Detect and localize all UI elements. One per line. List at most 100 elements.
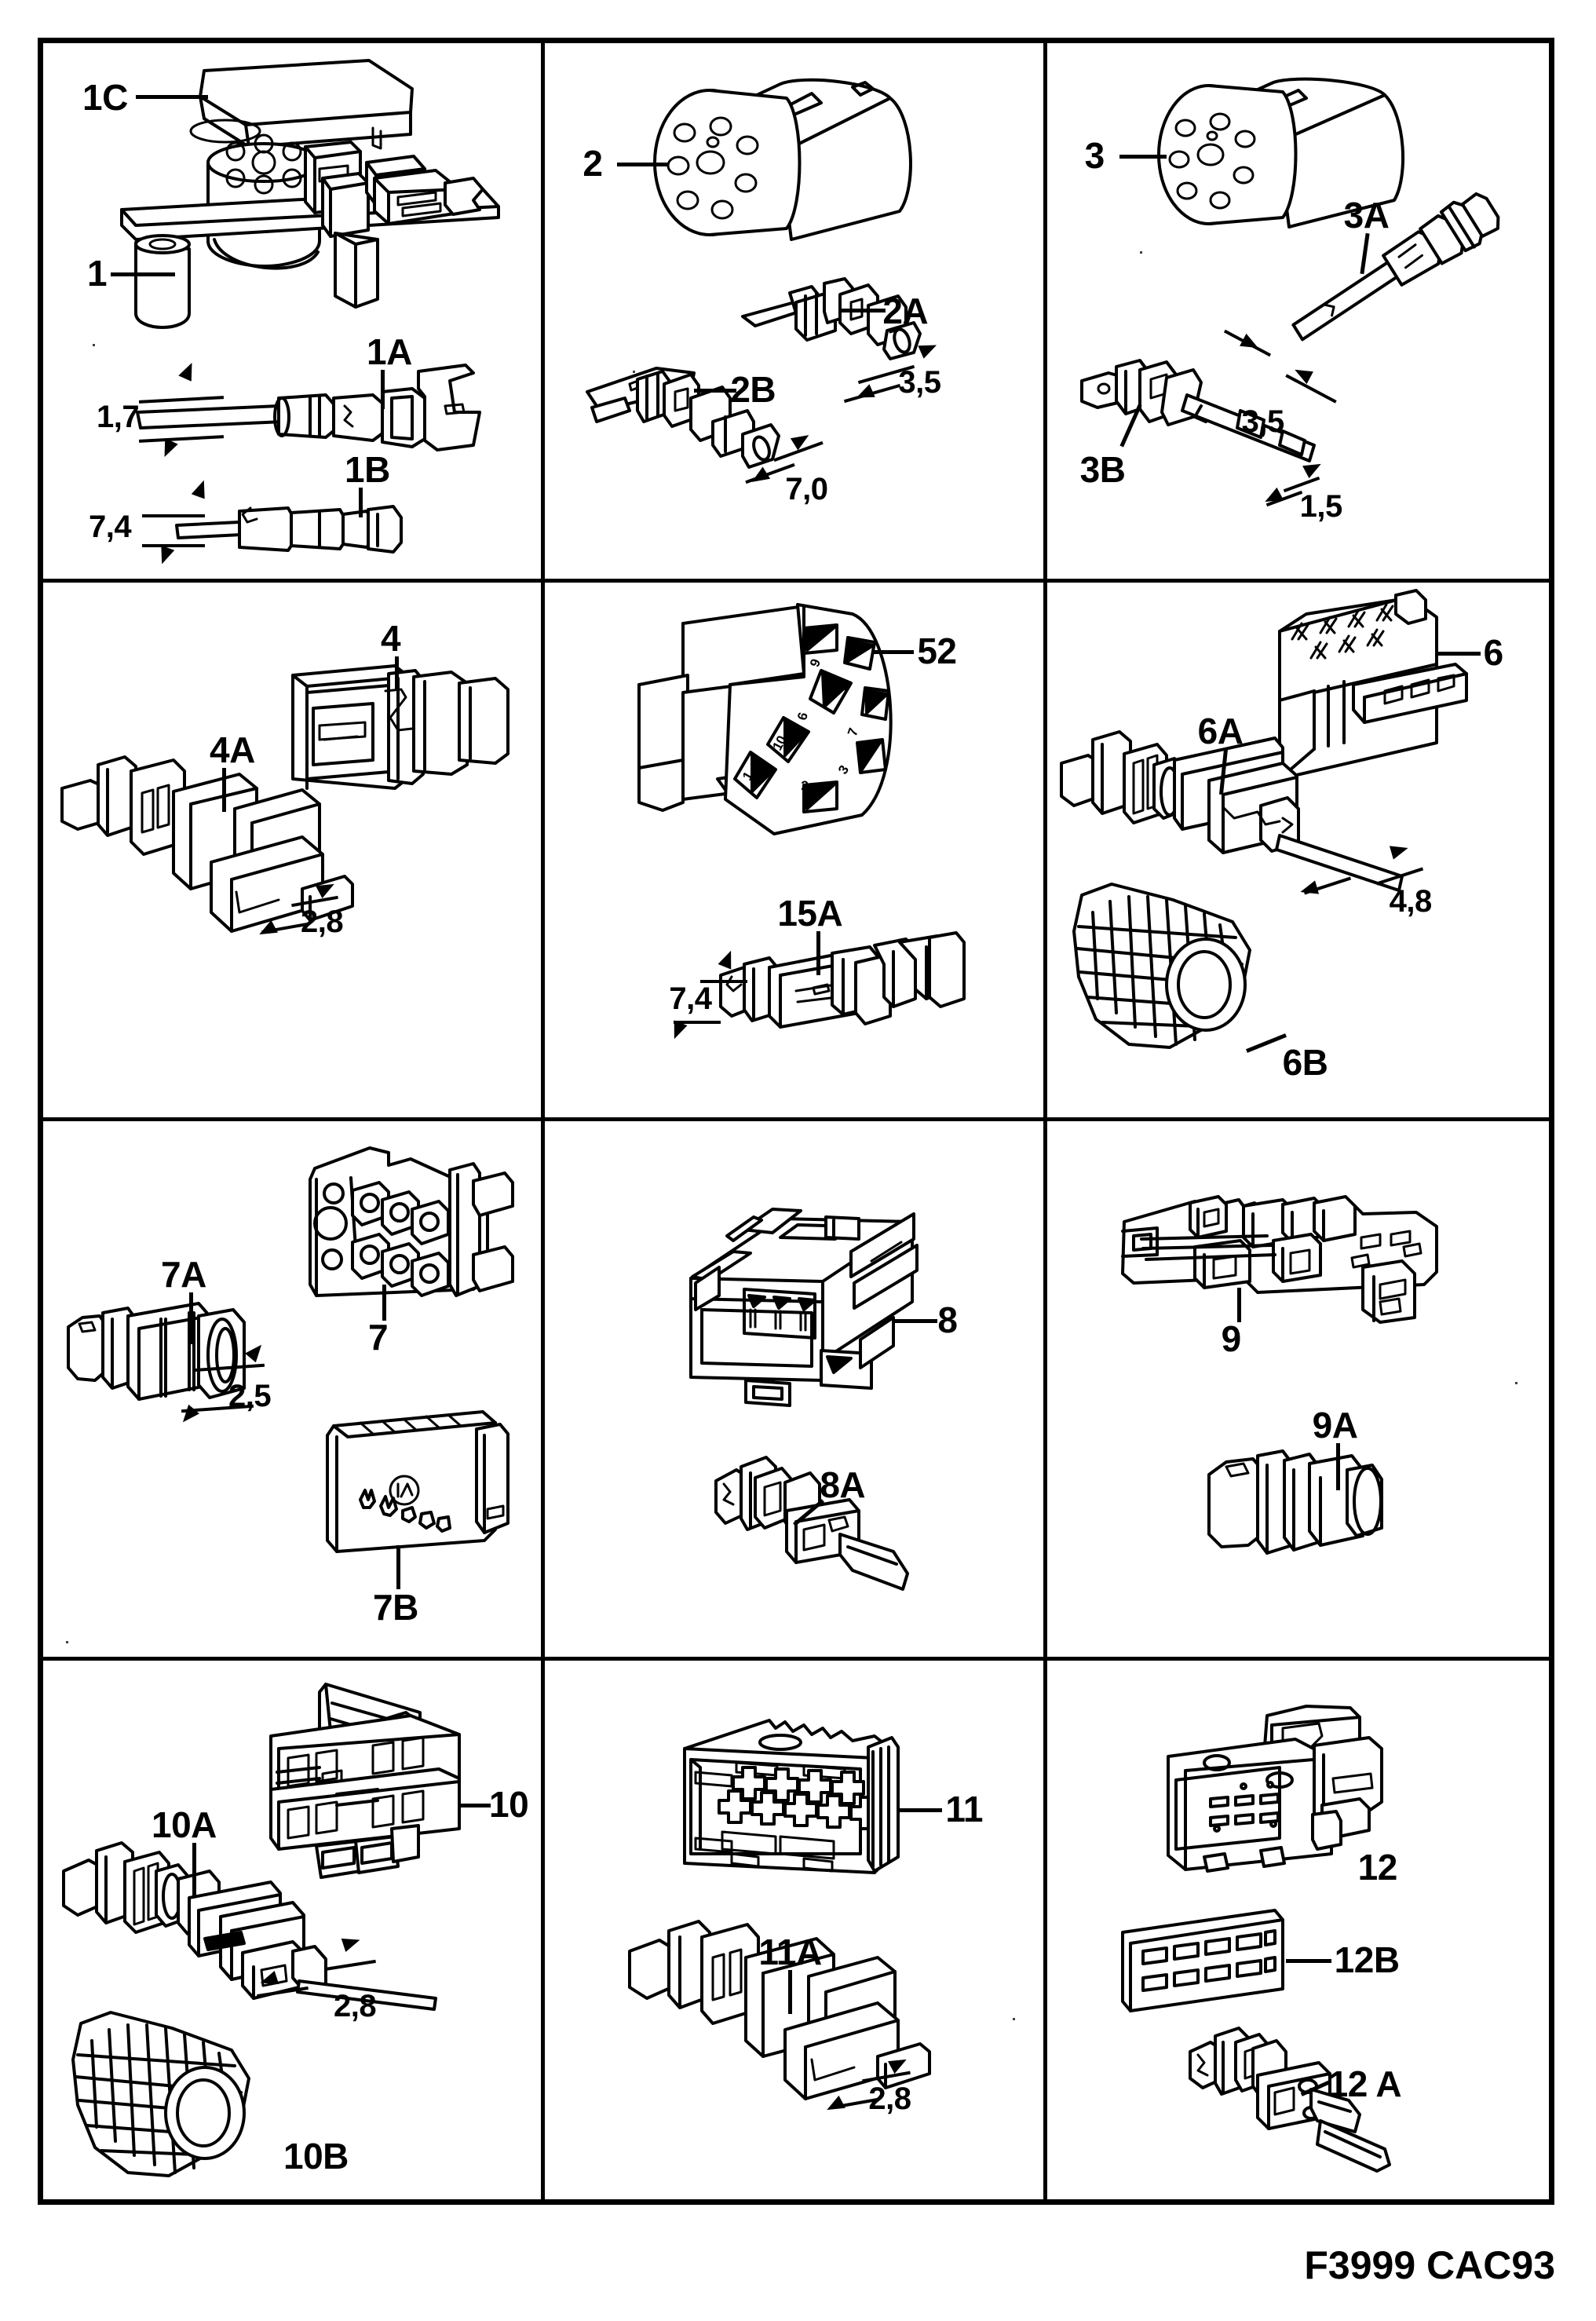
dim-tick-15a-b xyxy=(674,1020,721,1024)
label-2: 2 xyxy=(583,143,603,184)
scan-speckle xyxy=(1013,2018,1015,2020)
leader-1 xyxy=(111,272,175,276)
connector-4-artwork xyxy=(60,663,509,933)
connector-6-artwork xyxy=(1059,588,1468,1049)
scan-speckle xyxy=(66,1641,68,1643)
panel-cell-9: 9 9A xyxy=(1046,1121,1549,1661)
label-6a: 6A xyxy=(1197,710,1244,751)
connector-12-artwork xyxy=(1120,1704,1391,2173)
leader-7b xyxy=(396,1545,400,1589)
leader-11 xyxy=(898,1807,943,1812)
leader-11a xyxy=(788,1969,793,2014)
scan-speckle xyxy=(1515,1382,1517,1384)
leader-7a xyxy=(189,1292,193,1344)
label-1b: 1B xyxy=(345,449,390,490)
label-7a: 7A xyxy=(161,1254,206,1295)
dimension-3-5: 3,5 xyxy=(1241,404,1285,439)
label-12b: 12B xyxy=(1334,1939,1400,1980)
label-8: 8 xyxy=(937,1299,958,1340)
label-11: 11 xyxy=(945,1788,983,1829)
leader-52 xyxy=(871,649,915,654)
connector-8-artwork xyxy=(689,1208,919,1591)
label-3a: 3A xyxy=(1343,195,1390,236)
label-7b: 7B xyxy=(373,1587,418,1628)
label-1a: 1A xyxy=(367,331,412,372)
label-10: 10 xyxy=(489,1783,529,1825)
leader-1a xyxy=(381,370,385,409)
scan-speckle xyxy=(633,371,635,373)
panel-cell-3: 3 3A 3B 3,5 1,5 xyxy=(1046,43,1549,583)
label-10a: 10A xyxy=(152,1804,217,1845)
label-3b: 3B xyxy=(1079,449,1126,490)
panel-cell-8: 8 8A xyxy=(545,1121,1047,1661)
leader-10a xyxy=(192,1842,196,1896)
leader-9a xyxy=(1335,1443,1340,1490)
panel-cell-12: 12 12B 12 A xyxy=(1047,1661,1549,2200)
label-15a: 15A xyxy=(777,892,843,934)
leader-10 xyxy=(458,1803,491,1807)
leader-15a xyxy=(816,930,821,975)
dimension-2-8: 2,8 xyxy=(301,904,344,939)
label-9: 9 xyxy=(1221,1318,1242,1359)
leader-9 xyxy=(1236,1288,1241,1322)
label-12a: 12 A xyxy=(1328,2063,1402,2104)
label-10b: 10B xyxy=(283,2135,349,2177)
scan-speckle xyxy=(93,344,95,346)
connector-11-artwork xyxy=(628,1718,932,2100)
parts-grid: 1C 1 1A 1B 1,7 7,4 xyxy=(38,38,1554,2205)
connector-52-artwork xyxy=(637,602,893,835)
label-3: 3 xyxy=(1084,135,1105,176)
scan-speckle xyxy=(1140,251,1142,254)
dim-tick-15a-a xyxy=(700,979,748,983)
leader-1b xyxy=(359,488,363,517)
dimension-7-4: 7,4 xyxy=(89,510,132,544)
leader-12b xyxy=(1285,1958,1331,1963)
dimension-1-7: 1,7 xyxy=(97,400,140,434)
label-11a: 11A xyxy=(758,1931,822,1972)
label-1c: 1C xyxy=(82,77,128,118)
panel-cell-10: 10 10A 10B 2,8 xyxy=(43,1660,546,2199)
panel-cell-4: 4 4A 2,8 xyxy=(43,582,546,1121)
leader-8 xyxy=(895,1319,938,1323)
panel-cell-1: 1C 1 1A 1B 1,7 7,4 xyxy=(43,43,546,583)
label-12: 12 xyxy=(1357,1846,1398,1888)
panel-cell-7: 7 7A 7B 2,5 xyxy=(43,1121,546,1661)
leader-6 xyxy=(1437,651,1481,656)
panel-cell-11: 11 11A 2,8 xyxy=(545,1660,1047,2199)
connector-2-artwork xyxy=(586,78,922,469)
leader-3 xyxy=(1119,155,1167,159)
label-2a: 2A xyxy=(882,291,929,331)
dimension-4-8: 4,8 xyxy=(1389,883,1433,919)
connector-1-artwork xyxy=(120,59,500,554)
label-7: 7 xyxy=(368,1317,389,1358)
leader-7 xyxy=(382,1285,386,1321)
panel-cell-6: 6 6A 6B 4,8 xyxy=(1046,583,1549,1121)
dimension-1-5: 1,5 xyxy=(1299,489,1343,524)
connector-10-artwork xyxy=(62,1682,461,2177)
leader-2a xyxy=(840,309,886,313)
leader-1c xyxy=(136,95,208,99)
terminal-15a-artwork xyxy=(719,930,966,1029)
dimension-2-8: 2,8 xyxy=(334,1988,377,2023)
dim-tick-7-4-top xyxy=(142,514,205,517)
connector-9-artwork xyxy=(1120,1195,1438,1555)
leader-2 xyxy=(617,163,670,166)
scan-speckle xyxy=(542,870,544,872)
dimension-7-0: 7,0 xyxy=(785,472,828,506)
dimension-3-5: 3,5 xyxy=(898,365,941,400)
leader-4 xyxy=(395,656,399,689)
label-6: 6 xyxy=(1483,631,1504,673)
label-4a: 4A xyxy=(210,729,255,770)
label-9a: 9A xyxy=(1312,1405,1358,1446)
panel-cell-2: 2 2A 2B 3,5 7,0 xyxy=(545,43,1047,583)
label-8a: 8A xyxy=(820,1464,866,1505)
label-1: 1 xyxy=(87,253,108,294)
label-2b: 2B xyxy=(730,369,776,410)
dim-tick-7-4-bot xyxy=(142,544,205,547)
label-4: 4 xyxy=(381,617,401,659)
connector-7-artwork xyxy=(67,1146,514,1553)
label-6b: 6B xyxy=(1282,1041,1328,1083)
leader-2b xyxy=(694,389,737,393)
dimension-7-4: 7,4 xyxy=(669,981,712,1016)
